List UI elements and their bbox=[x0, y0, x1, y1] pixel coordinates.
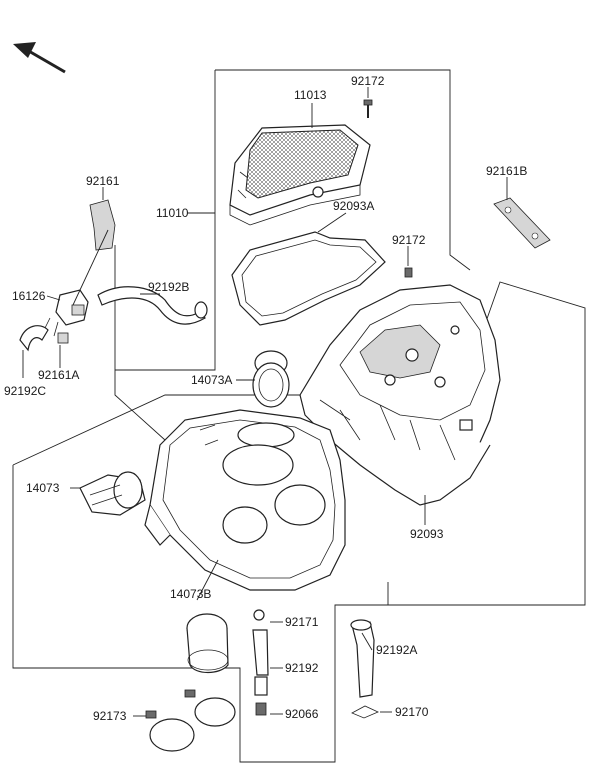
label-92192b: 92192B bbox=[148, 280, 189, 294]
label-11010: 11010 bbox=[156, 206, 189, 220]
clip-92171 bbox=[253, 609, 265, 621]
clamp-92173 bbox=[145, 689, 236, 752]
screw-92172-mid bbox=[404, 267, 413, 278]
label-14073: 14073 bbox=[26, 481, 60, 495]
label-92192a: 92192A bbox=[376, 643, 417, 657]
label-92172-top: 92172 bbox=[351, 74, 385, 88]
label-92171: 92171 bbox=[285, 615, 319, 629]
label-14073a: 14073A bbox=[191, 373, 232, 387]
front-direction-arrow-icon bbox=[13, 42, 66, 74]
label-92093a: 92093A bbox=[333, 199, 374, 213]
screw-92172-top bbox=[363, 99, 373, 118]
duct-14073a bbox=[252, 350, 290, 408]
clip-92170 bbox=[351, 705, 379, 719]
label-92173: 92173 bbox=[93, 709, 127, 723]
pad-92161b bbox=[493, 197, 551, 249]
label-92093: 92093 bbox=[410, 527, 444, 541]
label-14073b: 14073B bbox=[170, 587, 211, 601]
label-92192c: 92192C bbox=[4, 384, 46, 398]
label-16126: 16126 bbox=[12, 289, 46, 303]
hose-92192a bbox=[350, 619, 375, 698]
plug-92066 bbox=[255, 702, 267, 716]
bracket-92161 bbox=[89, 199, 116, 251]
label-92161b: 92161B bbox=[486, 164, 527, 178]
duct-14073b bbox=[186, 613, 229, 674]
hose-92192 bbox=[252, 629, 269, 696]
leader-lines bbox=[22, 87, 508, 717]
duct-14073 bbox=[79, 471, 146, 516]
label-92172-mid: 92172 bbox=[392, 233, 426, 247]
seal-92093a bbox=[231, 231, 386, 326]
label-92161: 92161 bbox=[86, 174, 120, 188]
lower-housing bbox=[144, 409, 346, 591]
label-92192: 92192 bbox=[285, 661, 319, 675]
label-92170: 92170 bbox=[395, 705, 429, 719]
hose-92192b bbox=[97, 286, 208, 325]
part-labels: 11013 92172 92161 92161B 11010 92093A 92… bbox=[4, 74, 527, 723]
air-filter-element bbox=[229, 124, 371, 226]
label-11013: 11013 bbox=[294, 88, 327, 102]
pad-92161a bbox=[57, 332, 69, 344]
hose-92192c bbox=[19, 325, 49, 352]
label-92161a: 92161A bbox=[38, 368, 79, 382]
label-92066: 92066 bbox=[285, 707, 319, 721]
